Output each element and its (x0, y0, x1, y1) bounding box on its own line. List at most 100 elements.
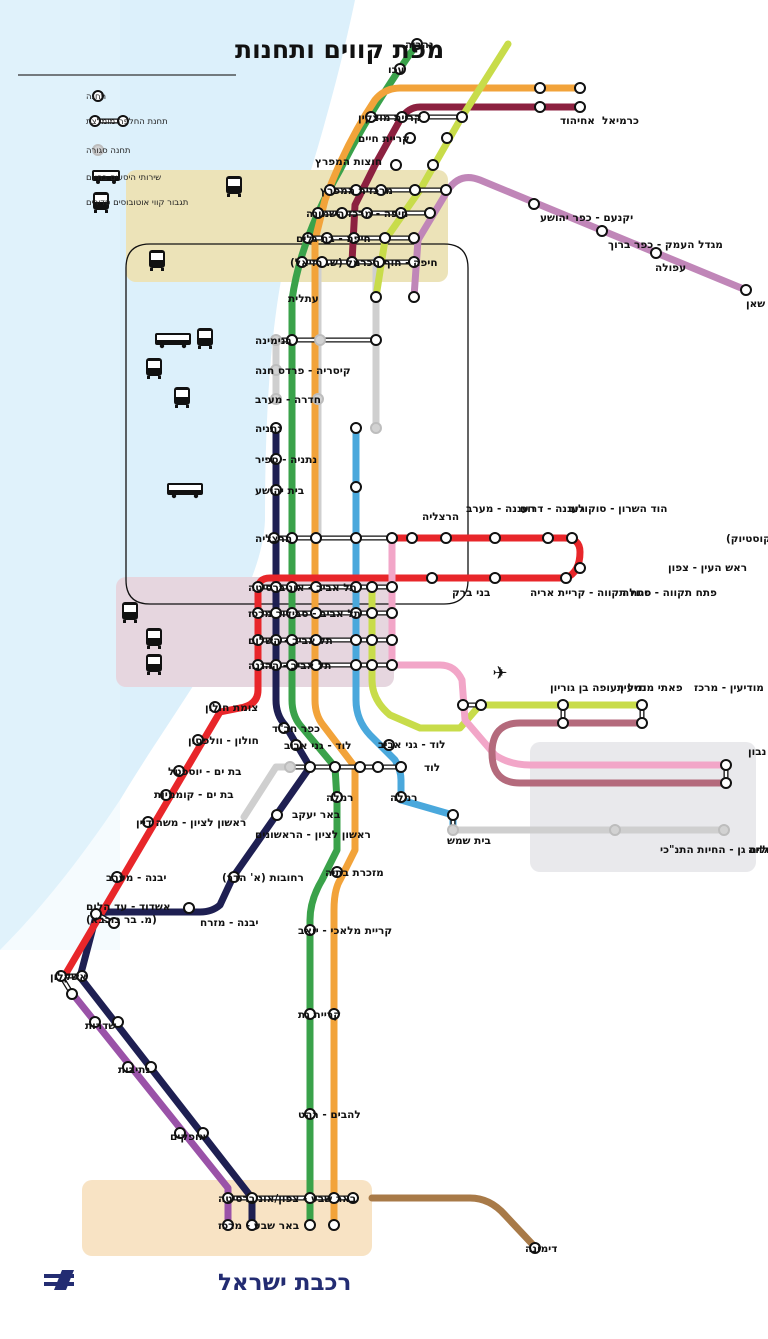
station-haifa-hof-hacarmel[interactable] (296, 256, 308, 268)
station-yokneam[interactable] (528, 198, 540, 210)
station-ta-hashalom[interactable] (350, 634, 362, 646)
station-airport[interactable] (457, 699, 469, 711)
station-label-afula[interactable]: עפולה (655, 262, 686, 274)
station-akko[interactable] (394, 63, 406, 75)
station-karmiel[interactable] (574, 101, 586, 113)
station-karmiel[interactable] (574, 82, 586, 94)
station-beer-sheva-north[interactable] (246, 1192, 258, 1204)
station-beer-sheva-center[interactable] (246, 1219, 258, 1231)
station-beit-shemesh[interactable] (447, 809, 459, 821)
station-ramla-east[interactable] (395, 791, 407, 803)
station-label-holon-wolfson[interactable]: חולון - וולפסון (188, 735, 259, 747)
station-rosh-haayin[interactable] (574, 562, 586, 574)
station-atlit[interactable] (408, 291, 420, 303)
station-label-rishon-moshe-dayan[interactable]: ראשון לציון - משה דיין (136, 817, 246, 829)
station-label-caesarea[interactable]: קיסריה - פרדס חנה (255, 365, 351, 377)
station-lod-ganei-aviv[interactable] (290, 739, 302, 751)
station-kiryat-haim[interactable] (441, 132, 453, 144)
station-ta-hashalom[interactable] (270, 634, 282, 646)
station-beer-sheva-center[interactable] (304, 1219, 316, 1231)
station-label-kfar-saba[interactable]: כפר סבא - נורדאו (א.קוסטיוק) (726, 533, 768, 545)
station-label-beit-yehoshua[interactable]: בית יהושע (255, 485, 304, 497)
station-hod-hasharon[interactable] (542, 532, 554, 544)
station-binyamina[interactable] (370, 334, 382, 346)
station-label-ahihud[interactable]: אחיהוד (560, 115, 595, 127)
station-sderot[interactable] (89, 1016, 101, 1028)
station-kiryat-gat-orange[interactable] (328, 1008, 340, 1020)
station-label-kiryat-malakhi[interactable]: קריית מלאכי - יואב (298, 925, 392, 937)
station-binyamina[interactable] (314, 334, 326, 346)
station-label-hod-hasharon[interactable]: הוד השרון - סוקולוב (568, 503, 667, 515)
station-dimona[interactable] (529, 1242, 541, 1254)
station-lehavim[interactable] (304, 1108, 316, 1120)
station-beer-yaakov[interactable] (271, 809, 283, 821)
station-label-mazkeret-batya[interactable]: מזכרת בתיה (325, 867, 384, 879)
station-haifa-hof-hacarmel[interactable] (373, 256, 385, 268)
station-atlit[interactable] (370, 291, 382, 303)
station-label-petah-tikva-segula[interactable]: פתח תקווה - סגולה (622, 587, 717, 599)
station-kiryat-haim[interactable] (404, 132, 416, 144)
station-label-beit-shemesh[interactable]: בית שמש (447, 835, 491, 847)
station-label-bnei-brak[interactable]: בני ברק (452, 587, 490, 599)
station-bat-yam-yoseftal[interactable] (173, 765, 185, 777)
station-beer-sheva-center[interactable] (328, 1219, 340, 1231)
station-yavne-east[interactable] (183, 902, 195, 914)
station-netanya[interactable] (350, 422, 362, 434)
station-label-yavne-west[interactable]: יבנה - מערב (106, 872, 166, 884)
station-hutzot-hamifrats[interactable] (427, 159, 439, 171)
station-beit-yehoshua[interactable] (270, 484, 282, 496)
station-kiryat-malakhi[interactable] (304, 924, 316, 936)
station-haifa-bat-galim[interactable] (348, 232, 360, 244)
station-herzliya[interactable] (268, 532, 280, 544)
station-label-nahariya[interactable]: נהריה (405, 39, 434, 51)
station-ta-savidor[interactable] (366, 607, 378, 619)
station-beit-shemesh[interactable] (447, 824, 459, 836)
station-label-yavne-east[interactable]: יבנה - מזרח (200, 917, 258, 929)
station-ashdod[interactable] (108, 917, 120, 929)
station-lod[interactable] (354, 761, 366, 773)
station-netanya[interactable] (370, 422, 382, 434)
station-mazkeret-batya[interactable] (331, 866, 343, 878)
station-label-raanana-west[interactable]: רעננה - מערב (466, 503, 535, 515)
station-ta-hahagana[interactable] (310, 659, 322, 671)
station-lod-ganei-aviv-east[interactable] (383, 739, 395, 751)
station-label-ashdod-1[interactable]: אשדוד - עד הלום (86, 901, 171, 913)
station-ashkelon[interactable] (66, 988, 78, 1000)
station-label-modiin-center[interactable]: מודיעין - מרכז (694, 682, 764, 694)
station-label-kiryat-gat[interactable]: קריית גת (298, 1009, 341, 1021)
station-beer-sheva-center[interactable] (222, 1219, 234, 1231)
station-ta-savidor[interactable] (286, 607, 298, 619)
station-label-ta-savidor[interactable]: תל אביב - סבידור מרכז (248, 608, 361, 620)
station-merkazit-hamifrats[interactable] (409, 184, 421, 196)
station-label-bat-yam-yoseftal[interactable]: בת ים - יוספטל (168, 766, 242, 778)
station-kfar-saba[interactable] (566, 532, 578, 544)
station-label-haifa-hof-hacarmel[interactable]: חיפה - חוף הכרמל (ש. רזיאל) (290, 257, 438, 269)
station-netanya[interactable] (270, 422, 282, 434)
station-label-binyamina[interactable]: בנימינה (255, 335, 292, 347)
station-rishon-moshe-dayan[interactable] (142, 816, 154, 828)
station-label-migdal-haemek[interactable]: מגדל העמק - כפר ברוך (608, 239, 723, 251)
station-ta-hahagana[interactable] (386, 659, 398, 671)
station-ta-university[interactable] (286, 581, 298, 593)
station-merkazit-hamifrats[interactable] (440, 184, 452, 196)
station-label-ramla[interactable]: רמלה (326, 792, 354, 804)
station-label-netivot[interactable]: נתיבות (118, 1064, 150, 1076)
station-label-bat-yam-komemiyut[interactable]: בת ים - קוממיות (154, 789, 234, 801)
station-lod[interactable] (304, 761, 316, 773)
station-afula[interactable] (650, 247, 662, 259)
station-label-herzliya-east[interactable]: הרצליה (422, 511, 459, 523)
station-ta-university[interactable] (366, 581, 378, 593)
station-beer-sheva-north[interactable] (304, 1192, 316, 1204)
station-label-herzliya[interactable]: הרצליה (255, 533, 292, 545)
station-ta-university[interactable] (310, 581, 322, 593)
station-ta-savidor[interactable] (386, 607, 398, 619)
station-bat-yam-komemiyut[interactable] (160, 789, 172, 801)
station-haifa-bat-galim[interactable] (321, 232, 333, 244)
station-ashdod[interactable] (90, 908, 102, 920)
station-kiryat-motzkin[interactable] (456, 111, 468, 123)
station-raanana-south[interactable] (489, 532, 501, 544)
station-jerusalem-navon[interactable] (720, 777, 732, 789)
station-haifa-merkaz[interactable] (395, 207, 407, 219)
station-label-beer-sheva-center[interactable]: באר שבע - מרכז (218, 1220, 299, 1232)
station-label-akko[interactable]: עכו (388, 64, 405, 76)
